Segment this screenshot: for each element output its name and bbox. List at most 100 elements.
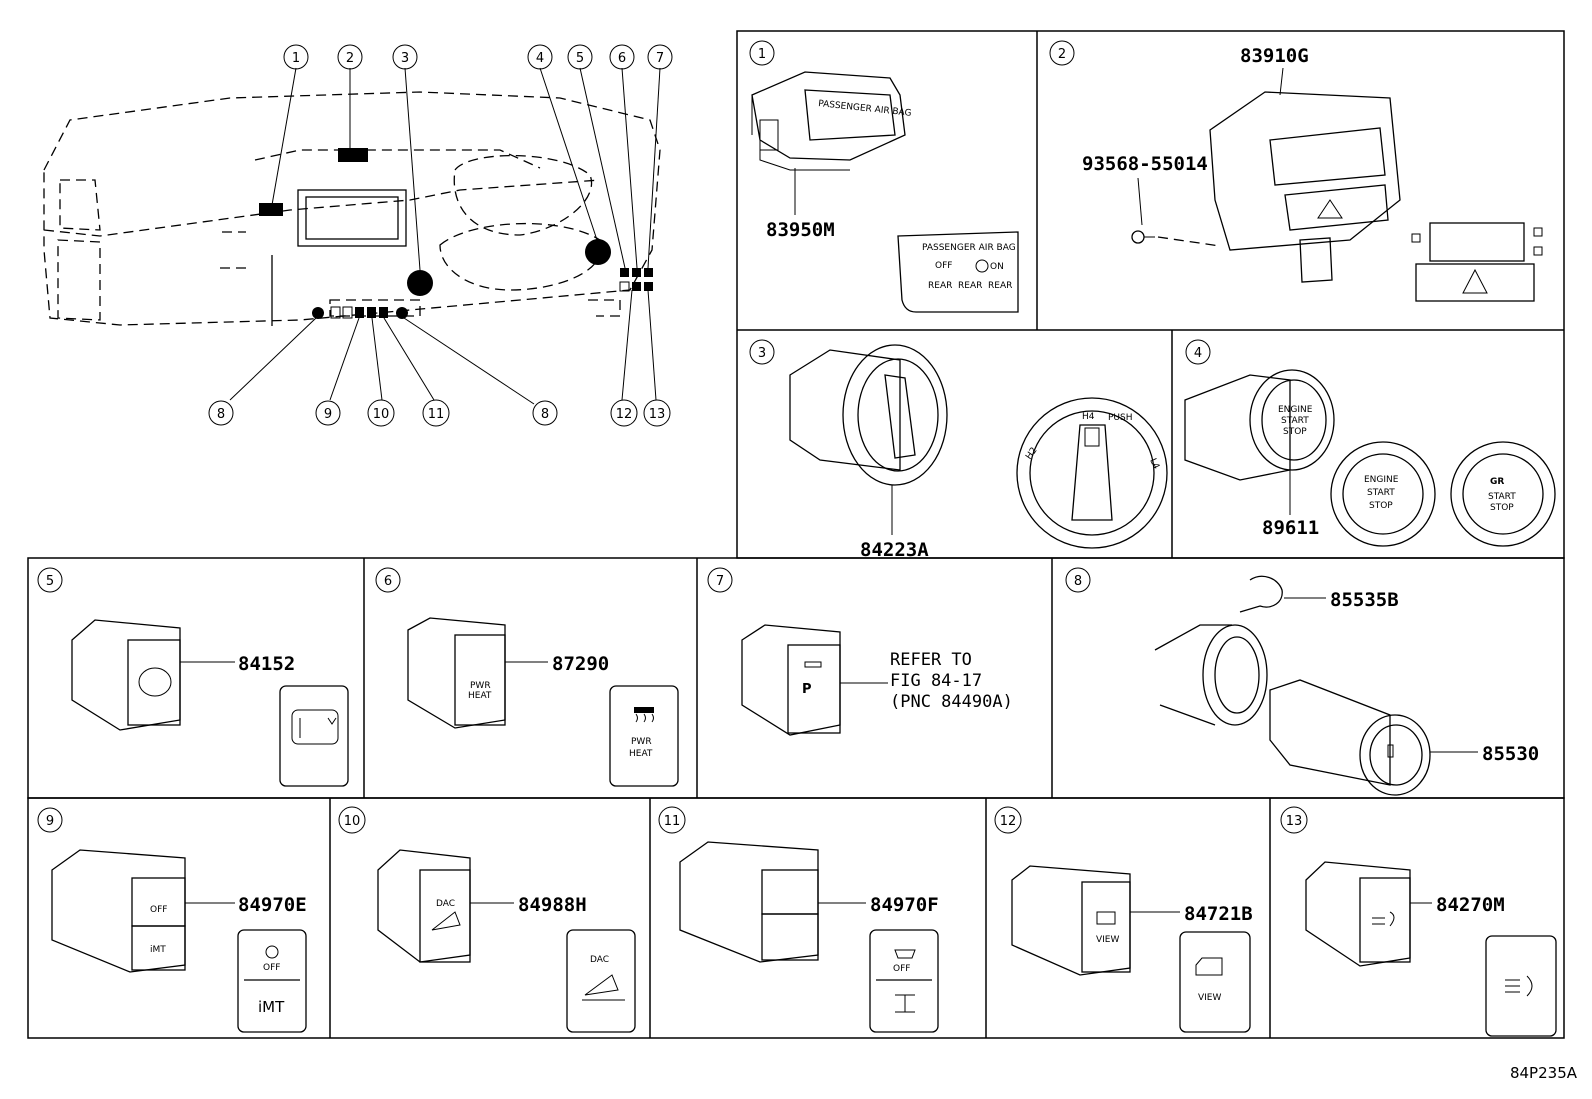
svg-text:GR: GR [1490, 477, 1504, 487]
overview-right-switches [619, 268, 653, 292]
dac-switch-part: DAC [377, 849, 471, 963]
imt-switch-part: OFF iMT [51, 849, 186, 973]
panel-2-hazard-switch: 2 83910G 93568-55014 [1049, 40, 1543, 302]
svg-text:84152: 84152 [238, 653, 295, 675]
vsc-icon: OFF [869, 929, 939, 1033]
power-heat-switch-part: PWR HEAT [407, 617, 506, 729]
view-switch-part: VIEW [1011, 865, 1131, 976]
svg-text:8: 8 [217, 407, 225, 422]
defog-switch-part [1305, 861, 1411, 967]
start-button-part: ENGINE START STOP [1184, 369, 1335, 481]
callout-1: 1 [283, 44, 309, 70]
dac-icon: DAC [566, 929, 636, 1033]
svg-text:OFF: OFF [263, 963, 280, 973]
svg-text:L4: L4 [1147, 457, 1161, 471]
svg-text:10: 10 [373, 407, 390, 422]
svg-text:3: 3 [401, 51, 409, 66]
panel-10-dac-switch: 10 DAC 84988H DAC [338, 806, 636, 1033]
svg-text:VIEW: VIEW [1198, 993, 1221, 1003]
hazard-switch-assembly [1209, 91, 1401, 283]
panel-8-power-outlet: 8 85535B 85530 [1065, 567, 1539, 796]
svg-text:HEAT: HEAT [629, 749, 653, 759]
svg-text:STOP: STOP [1369, 501, 1393, 511]
panel-6-power-heat-switch: 6 PWR HEAT 87290 PWR HEAT [375, 567, 679, 787]
svg-text:8: 8 [1074, 574, 1082, 589]
svg-text:83910G: 83910G [1240, 45, 1309, 67]
overview-hazard-panel [338, 148, 368, 162]
svg-text:START: START [1281, 416, 1309, 426]
diagram-code: 84P235A [1510, 1064, 1578, 1082]
svg-text:HEAT: HEAT [468, 691, 492, 701]
callout-3: 3 [392, 44, 418, 70]
svg-text:P: P [802, 682, 812, 697]
panel-4-start-button: 4 ENGINE START STOP 89611 ENGINE START S… [1184, 339, 1556, 547]
svg-text:84970F: 84970F [870, 894, 939, 916]
view-icon: VIEW [1179, 931, 1251, 1033]
svg-text:REAR: REAR [988, 281, 1012, 291]
svg-text:83950M: 83950M [766, 219, 835, 241]
svg-text:DAC: DAC [590, 955, 609, 965]
passenger-airbag-label: PASSENGER AIR BAG OFF ON REAR REAR REAR [897, 231, 1019, 313]
svg-text:2: 2 [1058, 47, 1066, 62]
4wd-dial-face: H2 H4 PUSH L4 [1016, 397, 1168, 549]
outlet-cap-part [1154, 575, 1283, 726]
svg-text:PASSENGER AIR BAG: PASSENGER AIR BAG [818, 99, 912, 119]
svg-text:(PNC 84490A): (PNC 84490A) [890, 692, 1013, 712]
panel-13-defog-switch: 13 84270M [1280, 806, 1557, 1037]
svg-text:84223A: 84223A [860, 539, 929, 561]
svg-text:7: 7 [656, 51, 664, 66]
svg-text:iMT: iMT [258, 998, 285, 1016]
panel-3-4wd-dial: 3 84223A H2 H4 PUSH L4 [749, 339, 1168, 561]
callout-11: 11 [422, 399, 450, 427]
panel-1-airbag-indicator: 1 PASSENGER AIR BAG 83950M PASSENGER AIR… [749, 40, 1019, 313]
svg-text:4: 4 [1194, 346, 1202, 361]
svg-text:6: 6 [384, 574, 392, 589]
svg-text:3: 3 [758, 346, 766, 361]
overview-airbag-indicator [259, 203, 283, 216]
callout-4: 4 [527, 44, 553, 70]
panel-7-parking-switch: 7 P REFER TO FIG 84-17 (PNC 84490A) [707, 567, 1013, 736]
svg-text:ON: ON [990, 262, 1004, 272]
panel-grid [27, 30, 1565, 1039]
svg-text:STOP: STOP [1283, 427, 1307, 437]
svg-text:STOP: STOP [1490, 503, 1514, 513]
svg-text:85535B: 85535B [1330, 589, 1399, 611]
svg-text:ENGINE: ENGINE [1364, 475, 1399, 485]
svg-text:9: 9 [324, 407, 332, 422]
svg-text:OFF: OFF [150, 905, 167, 915]
4wd-dial-part [789, 344, 948, 486]
svg-text:OFF: OFF [935, 261, 952, 271]
dashboard-overview: 1 2 3 4 5 6 7 8 9 10 11 8 12 13 [43, 44, 673, 427]
start-button-face-standard: ENGINE START STOP [1330, 441, 1436, 547]
headlight-level-icon [279, 685, 349, 787]
callout-12: 12 [610, 399, 638, 427]
panel-5-headlight-level-switch: 5 84152 [37, 567, 349, 787]
svg-text:DAC: DAC [436, 899, 455, 909]
svg-text:H2: H2 [1024, 446, 1039, 462]
svg-text:iMT: iMT [150, 945, 166, 955]
svg-text:93568-55014: 93568-55014 [1082, 153, 1208, 175]
callout-10: 10 [367, 399, 395, 427]
svg-text:REAR: REAR [928, 281, 952, 291]
svg-text:11: 11 [664, 814, 681, 829]
airbag-indicator-part: PASSENGER AIR BAG [751, 71, 912, 171]
callout-7: 7 [647, 44, 673, 70]
parking-switch-part: P [741, 624, 841, 736]
callout-8a: 8 [208, 400, 234, 426]
callout-5: 5 [567, 44, 593, 70]
panel-11-vsc-switch: 11 84970F OFF [658, 806, 939, 1033]
vsc-switch-part [679, 841, 819, 963]
svg-text:13: 13 [1286, 814, 1303, 829]
svg-text:PASSENGER AIR BAG: PASSENGER AIR BAG [922, 243, 1016, 253]
svg-text:8: 8 [541, 407, 549, 422]
callout-2: 2 [337, 44, 363, 70]
svg-text:H4: H4 [1082, 412, 1095, 422]
svg-text:7: 7 [716, 574, 724, 589]
callout-9: 9 [315, 400, 341, 426]
hazard-button-detail [1411, 222, 1543, 302]
svg-text:OFF: OFF [893, 964, 910, 974]
overview-start-button [585, 239, 611, 265]
overview-lower-switches [312, 306, 408, 319]
svg-text:87290: 87290 [552, 653, 609, 675]
